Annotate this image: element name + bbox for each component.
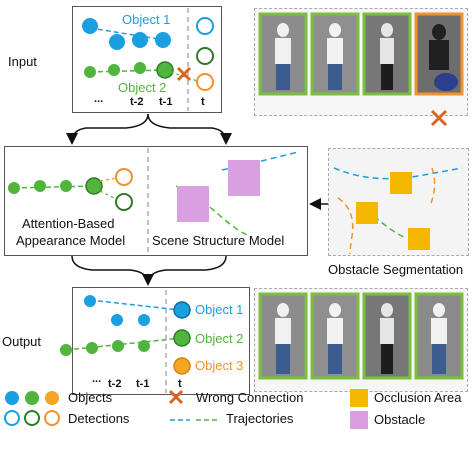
output-t: t [178, 378, 182, 390]
object2-green-node [134, 62, 146, 74]
object2-output-node [112, 340, 124, 352]
legend-objects-icon [5, 391, 59, 405]
appearance-orange-detection [116, 169, 132, 185]
appearance-green-node [86, 178, 102, 194]
object1-output-node [84, 295, 96, 307]
input-object2-label: Object 2 [118, 80, 166, 95]
legend-obstacle-icon [350, 411, 368, 429]
model-to-output-arrow-left [72, 256, 148, 283]
object2-output-node [60, 344, 72, 356]
appearance-green-node [60, 180, 72, 192]
object1-input-trajectory [90, 28, 165, 40]
legend-objects-label: Objects [68, 390, 112, 405]
legend-detections-icon [5, 411, 59, 425]
object2-input-trajectory [90, 70, 165, 72]
segmentation-green-trajectory [374, 216, 406, 238]
input-t-minus-2: t-2 [130, 96, 143, 108]
output-object2-label: Object 2 [195, 331, 243, 346]
object1-output-node [111, 314, 123, 326]
object1-output-node [174, 302, 190, 318]
photo-wrong-x-icon [432, 111, 446, 125]
object2-green-node [84, 66, 96, 78]
legend-wrong-connection-icon [170, 391, 182, 403]
appearance-model-label-line2: Appearance Model [16, 233, 125, 248]
object1-blue-node [132, 32, 148, 48]
scene-model-label: Scene Structure Model [152, 233, 284, 248]
scene-obstacle-small [228, 160, 260, 196]
object2-output-node [174, 330, 190, 346]
input-t-minus-1: t-1 [159, 96, 172, 108]
obstacle-segmentation-label: Obstacle Segmentation [328, 262, 463, 277]
output-object3-label: Object 3 [195, 358, 243, 373]
detection-orange-node [197, 74, 213, 90]
detection-blue-node [197, 18, 213, 34]
object1-output-node [138, 314, 150, 326]
segmentation-orange-trajectory [338, 198, 353, 254]
detection-green-node [197, 48, 213, 64]
input-to-model-arrow [72, 114, 148, 142]
input-t: t [201, 96, 205, 108]
occlusion-area-left [356, 202, 378, 224]
legend-obstacle-label: Obstacle [374, 412, 425, 427]
input-object1-label: Object 1 [122, 12, 170, 27]
input-ellipsis: ... [94, 93, 103, 105]
appearance-trajectory [14, 186, 94, 188]
object1-blue-node [109, 34, 125, 50]
legend-occlusion-label: Occlusion Area [374, 390, 461, 405]
legend-occlusion-icon [350, 389, 368, 407]
appearance-green-node [8, 182, 20, 194]
object2-output-node [138, 340, 150, 352]
input-person-photos [260, 14, 462, 94]
legend-detections-label: Detections [68, 411, 129, 426]
output-object1-label: Object 1 [195, 302, 243, 317]
model-to-output-arrow-right [148, 256, 226, 283]
appearance-model-label-line1: Attention-Based [22, 216, 115, 231]
appearance-green-detection [116, 194, 132, 210]
output-t-minus-1: t-1 [136, 378, 149, 390]
legend-trajectories-label: Trajectories [226, 411, 293, 426]
occlusion-area-bottom [408, 228, 430, 250]
input-to-scene-arrow [148, 114, 226, 142]
appearance-green-node [34, 180, 46, 192]
object1-blue-node [82, 18, 98, 34]
object2-green-node [108, 64, 120, 76]
legend-wrong-connection-label: Wrong Connection [196, 390, 303, 405]
occlusion-area-top [390, 172, 412, 194]
output-person-photos [260, 294, 462, 378]
object3-output-node [174, 358, 190, 374]
scene-obstacle-large [177, 186, 209, 222]
output-ellipsis: ... [92, 373, 101, 385]
object2-output-node [86, 342, 98, 354]
object2-output-trajectory [66, 338, 182, 350]
object1-blue-node [155, 32, 171, 48]
output-t-minus-2: t-2 [108, 378, 121, 390]
segmentation-orange-curve [430, 168, 435, 206]
